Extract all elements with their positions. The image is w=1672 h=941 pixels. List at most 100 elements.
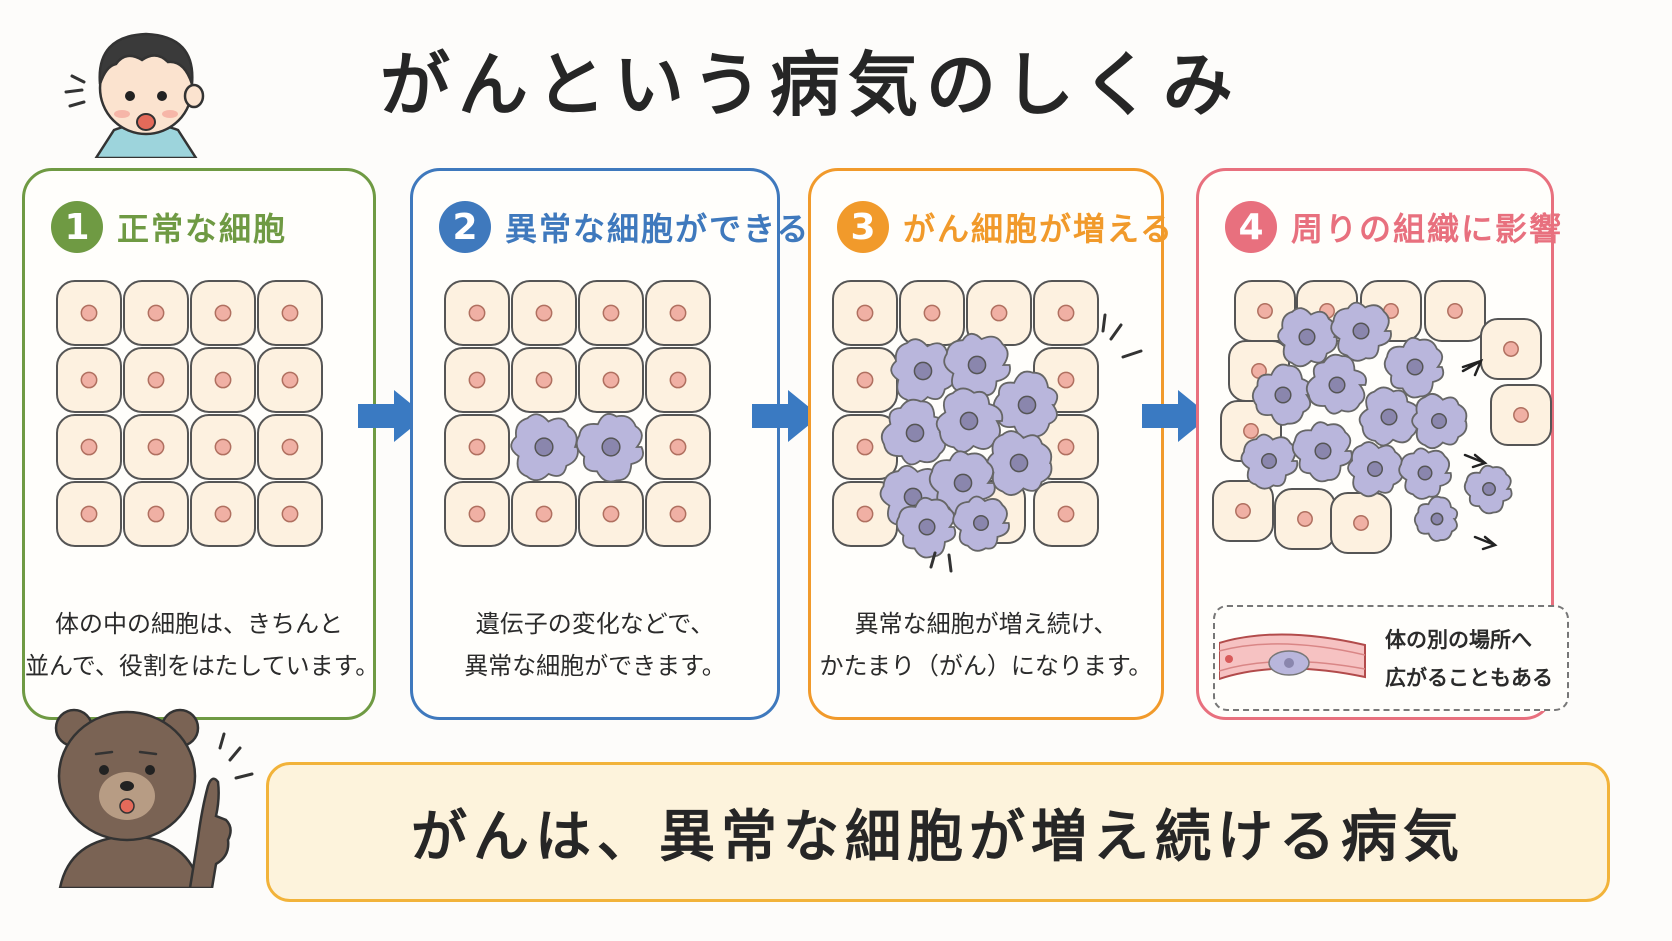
- step-badge-1: 1: [51, 201, 103, 253]
- normal-cell: [123, 280, 189, 346]
- normal-cell: [190, 347, 256, 413]
- normal-cell: [56, 280, 122, 346]
- spread-text: 体の別の場所へ 広がることもある: [1385, 628, 1553, 690]
- normal-cell: [1490, 384, 1552, 446]
- normal-cell: [444, 481, 510, 547]
- normal-cell: [257, 414, 323, 480]
- normal-cells-grid: [56, 280, 323, 547]
- cancer-cell: [1358, 386, 1421, 447]
- tissue-invasion-cells: [1212, 280, 1552, 554]
- normal-cell: [257, 481, 323, 547]
- step-panel-2: 2 異常な細胞ができる 遺伝子の変化などで、 異常な細胞ができます。: [410, 168, 808, 720]
- step-title-3: がん細胞が増える: [903, 210, 1175, 248]
- cancer-cell: [928, 450, 996, 518]
- normal-cell: [123, 481, 189, 547]
- spread-arrow: [1463, 453, 1488, 469]
- cancer-cell: [510, 413, 579, 482]
- normal-cell: [257, 347, 323, 413]
- spread-arrow: [1473, 535, 1498, 551]
- cancer-cell: [1305, 353, 1367, 415]
- normal-cell: [123, 347, 189, 413]
- step-title-1: 正常な細胞: [117, 210, 288, 248]
- cancer-cell: [1291, 421, 1353, 483]
- normal-cell: [257, 280, 323, 346]
- motion-mark: [1121, 349, 1143, 359]
- normal-cell: [190, 481, 256, 547]
- step-caption-1: 体の中の細胞は、きちんと 並んで、役割をはたしています。: [25, 610, 380, 680]
- normal-cell: [645, 347, 711, 413]
- step-badge-2: 2: [439, 201, 491, 253]
- normal-cell: [1033, 280, 1099, 346]
- normal-cell: [645, 414, 711, 480]
- abnormal-cells-grid: [444, 280, 711, 547]
- step-caption-2: 遺伝子の変化などで、 異常な細胞ができます。: [464, 610, 726, 680]
- motion-mark: [1101, 313, 1107, 333]
- normal-cell: [56, 481, 122, 547]
- normal-cell: [511, 280, 577, 346]
- arrow-right-icon: [358, 390, 426, 442]
- cancer-cell: [1463, 464, 1513, 515]
- cancer-cell: [1330, 301, 1392, 362]
- normal-cell: [578, 481, 644, 547]
- normal-cell: [190, 280, 256, 346]
- spread-arrow: [1461, 358, 1484, 377]
- cancer-cell: [575, 413, 644, 483]
- boy-surprised-icon: [64, 32, 205, 158]
- normal-cell: [444, 347, 510, 413]
- normal-cell: [578, 280, 644, 346]
- cancer-cell: [1398, 447, 1452, 500]
- step-title-4: 周りの組織に影響: [1291, 210, 1564, 248]
- normal-cell: [645, 481, 711, 547]
- cancer-cell: [880, 398, 948, 466]
- cancer-cell: [1251, 363, 1312, 426]
- cancer-cell: [890, 338, 957, 405]
- normal-cell: [511, 347, 577, 413]
- normal-cell: [832, 347, 898, 413]
- normal-cell: [832, 414, 898, 480]
- cancer-cell: [943, 332, 1011, 399]
- normal-cell: [1424, 280, 1486, 342]
- normal-cell: [645, 280, 711, 346]
- step-panel-3: 3 がん細胞が増える 異常な細胞が増え続け、 かたまり（がん）になります。: [808, 168, 1172, 720]
- cancer-cell: [1411, 393, 1468, 450]
- step-title-2: 異常な細胞ができる: [505, 210, 811, 248]
- cancer-cell: [952, 495, 1010, 552]
- normal-cell: [1274, 488, 1336, 550]
- normal-cell: [832, 280, 898, 346]
- motion-mark: [929, 551, 937, 569]
- blood-vessel-icon: [1219, 633, 1366, 681]
- normal-cell: [444, 414, 510, 480]
- cancer-growth-cells: [832, 280, 1143, 573]
- cancer-cell: [992, 370, 1059, 439]
- normal-cell: [578, 347, 644, 413]
- normal-cell: [123, 414, 189, 480]
- normal-cell: [1033, 481, 1099, 547]
- normal-cell: [1480, 318, 1542, 380]
- arrow-right-icon: [1142, 390, 1210, 442]
- step-caption-3: 異常な細胞が増え続け、 かたまり（がん）になります。: [819, 610, 1153, 680]
- cancer-cell: [1413, 495, 1459, 542]
- normal-cell: [1212, 480, 1274, 542]
- step-badge-4: 4: [1225, 201, 1277, 253]
- cancer-cell: [895, 496, 957, 559]
- normal-cell: [899, 280, 965, 346]
- normal-cell: [190, 414, 256, 480]
- page-title: がんという病気のしくみ: [380, 44, 1241, 126]
- normal-cell: [966, 280, 1032, 346]
- normal-cell: [1330, 492, 1392, 554]
- motion-mark: [1109, 323, 1123, 341]
- cancer-cell: [935, 387, 1004, 454]
- normal-cell: [56, 414, 122, 480]
- normal-cell: [444, 280, 510, 346]
- step-panel-4: 4 周りの組織に影響 体の別の場所へ 広がることもある: [1196, 168, 1569, 720]
- motion-mark: [947, 553, 953, 573]
- bear-pointing-icon: [54, 708, 254, 888]
- step-panel-1: 1 正常な細胞 体の中の細胞は、きちんと 並んで、役割をはたしています。: [22, 168, 380, 720]
- cancer-cell: [1240, 433, 1299, 490]
- spread-callout: 体の別の場所へ 広がることもある: [1213, 605, 1569, 711]
- normal-cell: [511, 481, 577, 547]
- step-badge-3: 3: [837, 201, 889, 253]
- arrow-right-icon: [752, 390, 820, 442]
- summary-banner: がんは、異常な細胞が増え続ける病気: [266, 762, 1610, 902]
- cancer-cell: [1383, 336, 1445, 399]
